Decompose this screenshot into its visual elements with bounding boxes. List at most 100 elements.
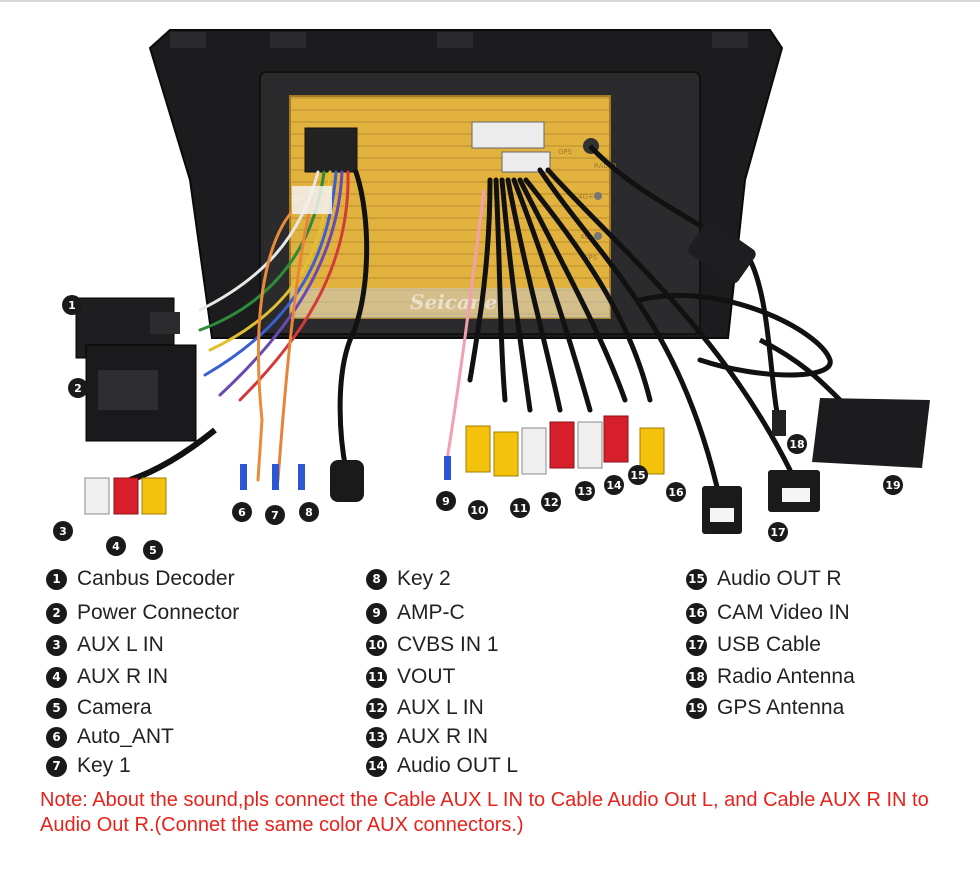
legend-badge: 10	[366, 634, 387, 656]
radio-antenna-box	[688, 220, 756, 284]
legend-label: Key 1	[77, 754, 131, 777]
callout-1-number: 1	[68, 299, 76, 312]
legend-label: Radio Antenna	[717, 665, 855, 688]
legend-badge: 6	[46, 726, 67, 748]
legend-label: USB Cable	[717, 633, 821, 656]
callout-14: 14	[604, 475, 624, 495]
legend-badge: 11	[366, 666, 387, 688]
legend-badge: 12	[366, 697, 387, 719]
callout-19: 19	[883, 475, 903, 495]
callout-7-number: 7	[271, 509, 279, 522]
wiring-note: Note: About the sound,pls connect the Ca…	[40, 789, 929, 836]
pins-left	[240, 464, 305, 490]
legend-item-4: 4 AUX R IN	[46, 664, 168, 690]
legend-badge: 9	[366, 602, 387, 624]
callout-6-number: 6	[238, 506, 246, 519]
legend-label: AMP-C	[397, 601, 465, 624]
callout-12-number: 12	[543, 496, 558, 509]
callout-15-number: 15	[630, 469, 645, 482]
callout-2: 2	[68, 378, 88, 398]
legend-label: Audio OUT R	[717, 567, 842, 590]
legend-badge: 13	[366, 726, 387, 748]
callout-17: 17	[768, 522, 788, 542]
callout-6: 6	[232, 502, 252, 522]
callout-11-number: 11	[512, 502, 527, 515]
port-label-radio: RADIO	[594, 162, 617, 170]
port-label-4g-minus: 4G-	[580, 233, 593, 241]
callout-15: 15	[628, 465, 648, 485]
usb-port-2	[782, 488, 810, 502]
legend-label: Power Connector	[77, 601, 240, 624]
legend-item-5: 5 Camera	[46, 695, 152, 721]
callout-3: 3	[53, 521, 73, 541]
harness-tie	[292, 186, 332, 214]
amp-c-pin	[444, 456, 451, 480]
legend-label: Canbus Decoder	[77, 567, 235, 590]
legend-item-10: 10 CVBS IN 1	[366, 632, 499, 658]
callout-10: 10	[468, 500, 488, 520]
legend-badge: 4	[46, 666, 67, 688]
callout-4-number: 4	[112, 540, 120, 553]
legend-label: Camera	[77, 696, 152, 719]
connector-block-main	[304, 127, 358, 173]
callout-16: 16	[666, 482, 686, 502]
legend-label: Auto_ANT	[77, 725, 174, 748]
rca-left-group	[84, 427, 217, 515]
legend-badge: 17	[686, 634, 707, 656]
callout-13-number: 13	[577, 485, 592, 498]
legend-label: CAM Video IN	[717, 601, 850, 624]
legend-label: AUX L IN	[77, 633, 164, 656]
legend-badge: 19	[686, 697, 707, 719]
legend-badge: 8	[366, 568, 387, 590]
rca-middle-group	[465, 415, 665, 477]
legend-label: Key 2	[397, 567, 451, 590]
legend-label: VOUT	[397, 665, 456, 688]
legend-label: AUX R IN	[77, 665, 169, 688]
callout-7: 7	[265, 505, 285, 525]
legend-label: CVBS IN 1	[397, 633, 499, 656]
legend-item-17: 17 USB Cable	[686, 632, 821, 658]
callout-4: 4	[106, 536, 126, 556]
callout-2-number: 2	[74, 382, 82, 395]
legend-badge: 3	[46, 634, 67, 656]
usb-cable-bundle	[537, 167, 833, 503]
usb-port-1	[710, 508, 734, 522]
legend-item-8: 8 Key 2	[366, 566, 451, 592]
legend-badge: 5	[46, 697, 67, 719]
power-connector-socket	[98, 370, 158, 410]
legend-item-11: 11 VOUT	[366, 664, 455, 690]
legend-badge: 16	[686, 602, 707, 624]
legend-badge: 2	[46, 602, 67, 624]
radio-antenna-plug	[772, 410, 786, 436]
callout-13: 13	[575, 481, 595, 501]
port-label-gps-top: GPS	[558, 148, 573, 156]
legend-item-6: 6 Auto_ANT	[46, 724, 174, 750]
top-divider	[0, 0, 980, 2]
port-label-gps-bottom: GPS	[583, 254, 598, 262]
mount-tab-left2	[270, 32, 306, 48]
legend-badge: 15	[686, 568, 707, 590]
wiring-diagram: GPS RADIO 4G+ 4G- GPS Seicane	[53, 29, 930, 560]
legend-item-9: 9 AMP-C	[366, 600, 465, 626]
connector-block-usb	[501, 151, 551, 173]
callout-9: 9	[436, 491, 456, 511]
callout-12: 12	[541, 492, 561, 512]
legend-item-2: 2 Power Connector	[46, 600, 239, 626]
port-label-4g-plus: 4G+	[578, 193, 594, 201]
callout-17-number: 17	[770, 526, 785, 539]
legend-item-3: 3 AUX L IN	[46, 632, 164, 658]
port-4g-minus	[594, 232, 602, 240]
callout-1: 1	[62, 295, 82, 315]
callout-16-number: 16	[668, 486, 684, 499]
callout-3-number: 3	[59, 525, 67, 538]
callout-19-number: 19	[885, 479, 900, 492]
port-4g-plus	[594, 192, 602, 200]
av-cable-bundle	[467, 177, 653, 413]
callout-8: 8	[299, 502, 319, 522]
